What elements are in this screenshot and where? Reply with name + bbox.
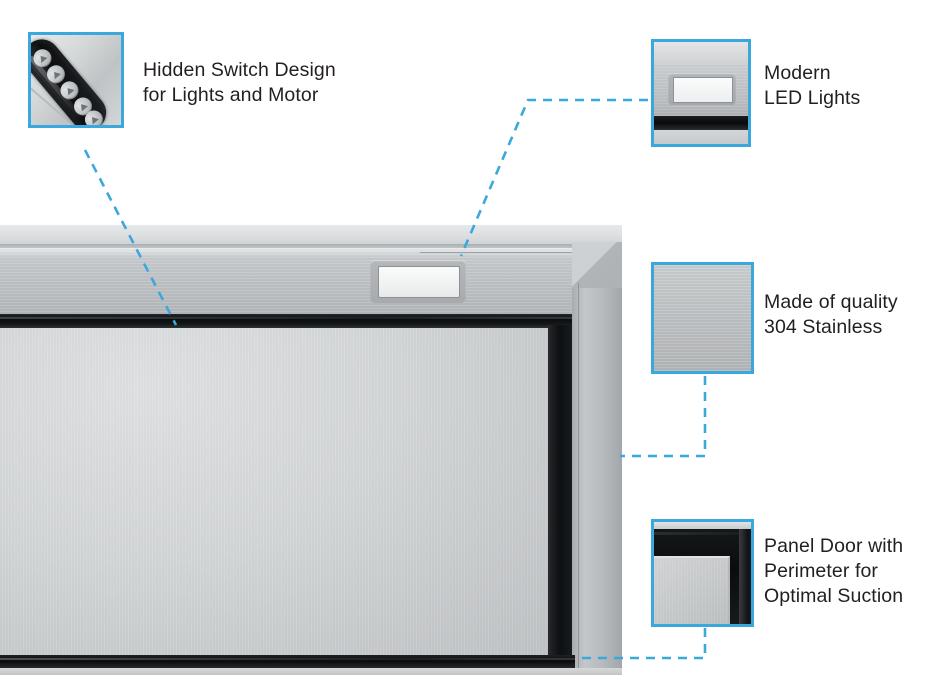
panel-thumb-gap-sheen [654,532,751,535]
panel-thumb-door-face [654,556,730,624]
panel-door-corner-thumbnail[interactable] [651,519,754,627]
callout-label-panel-door: Panel Door with Perimeter for Optimal Su… [764,535,904,607]
top-flange-cap [0,225,622,245]
callout-label-modern-led: Modern LED Lights [764,62,861,109]
stainless-swatch-thumbnail[interactable] [651,262,754,374]
panel-thumb-right-gap [739,529,751,624]
led-thumb-top-flange [654,42,748,64]
led-light-thumbnail[interactable] [651,39,751,147]
bottom-flange-lip [0,668,622,675]
led-lamp-lens [378,266,460,298]
led-thumb-panel-door [654,130,748,144]
led-thumb-lamp-lens [673,77,733,103]
panel-thumb-top-flange [654,522,751,529]
front-band-highlight [0,248,622,258]
right-stile-bevel [572,242,622,288]
range-hood-photo [0,225,622,675]
perimeter-gap-bottom-sheen [0,658,575,660]
perimeter-gap-bottom [0,655,575,669]
callout-label-hidden-switch: Hidden Switch Design for Lights and Moto… [143,59,336,106]
front-band [0,248,622,316]
callout-label-304-stainless: Made of quality 304 Stainless [764,291,898,338]
connector-stainless-304 [620,376,707,458]
right-stile-seam [578,283,579,675]
led-thumb-perimeter-gap [654,116,748,130]
flange-scribe-line [420,252,588,253]
stainless-swatch-surface [654,265,751,371]
perimeter-gap-right [548,325,574,675]
perimeter-gap-top-sheen [0,317,622,319]
panel-door [0,328,552,658]
hidden-switch-thumbnail[interactable] [28,32,124,128]
top-flange-shadow [0,244,622,248]
right-side-stile [572,242,622,675]
